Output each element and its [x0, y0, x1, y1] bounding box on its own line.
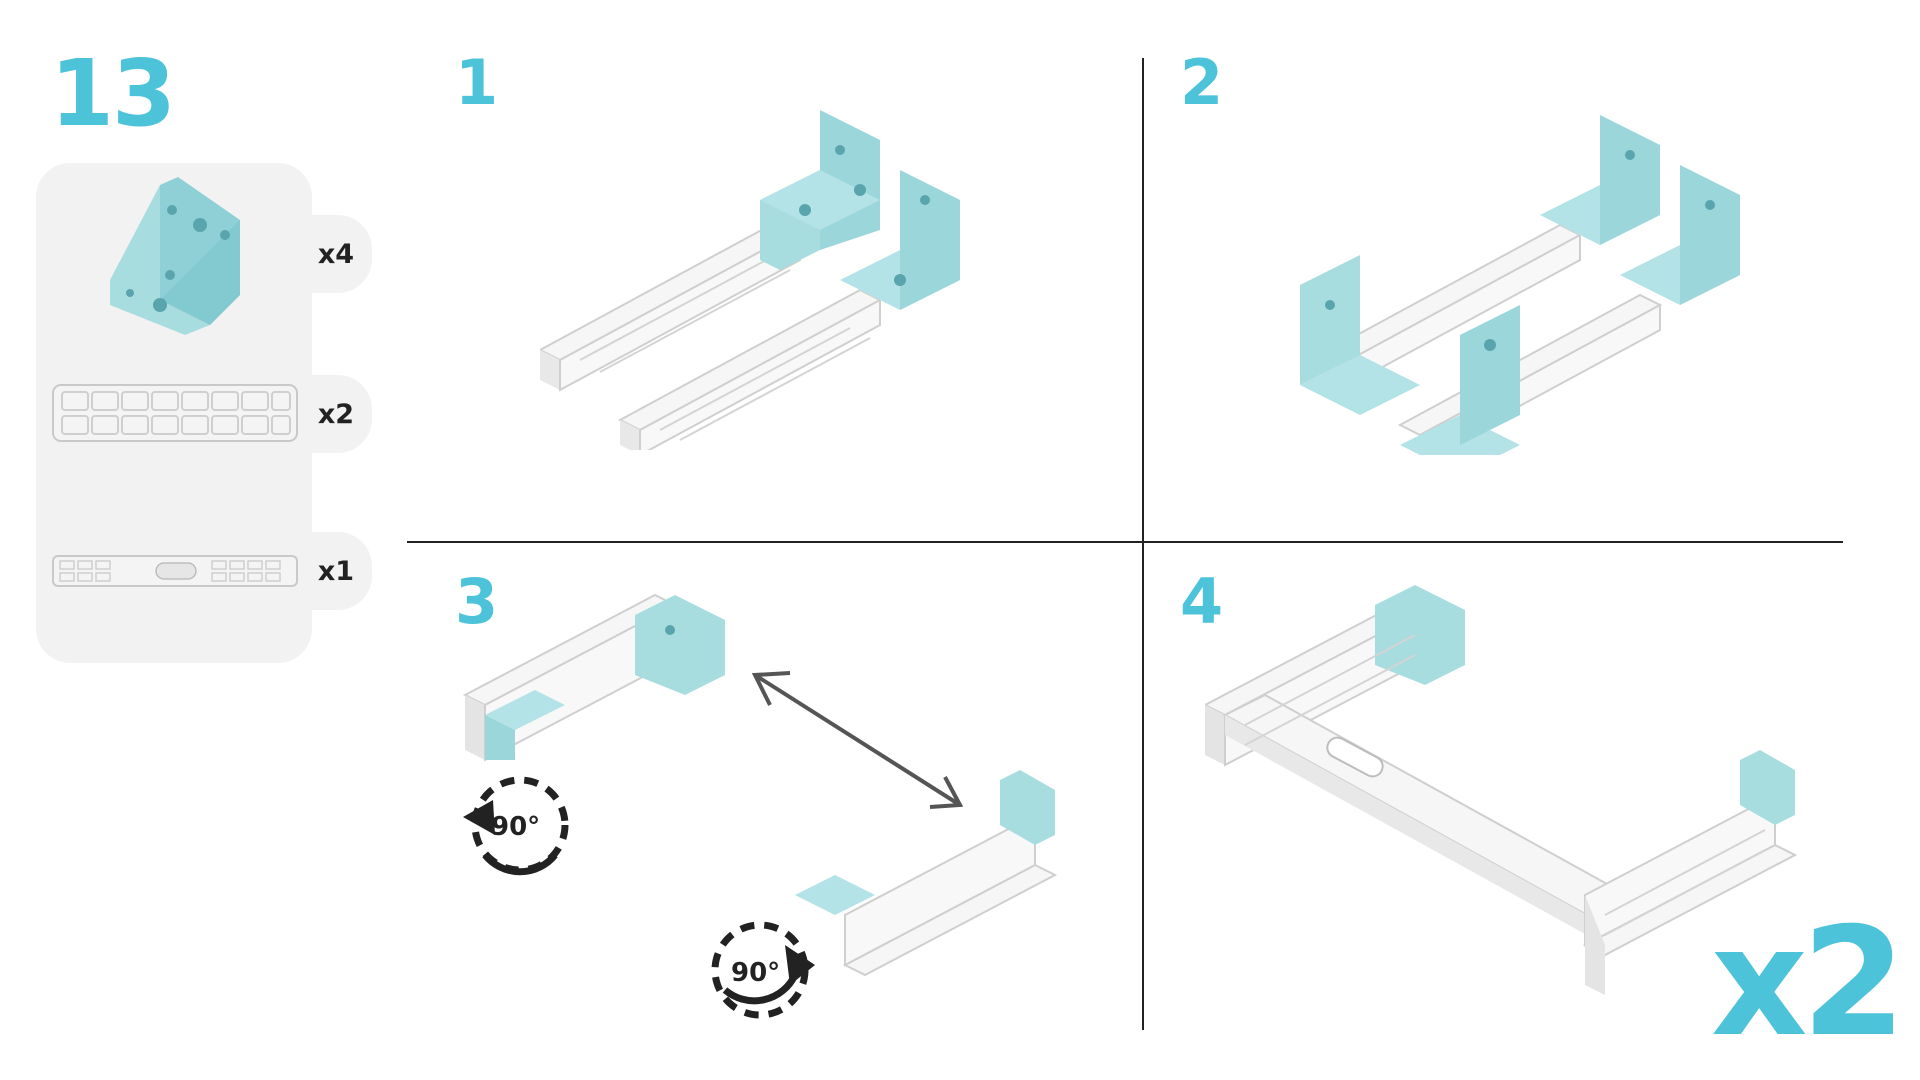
part-qty-long-plate: x2 [300, 375, 372, 453]
long-plate-part-image [52, 384, 298, 442]
step-3-number: 3 [455, 565, 498, 638]
assembly-multiplier: x2 [1710, 896, 1906, 1070]
vertical-divider [1142, 58, 1144, 1030]
rotation-label-2: 90° [731, 958, 780, 988]
horizontal-divider [407, 541, 1843, 543]
step-1-illustration [540, 110, 960, 450]
step-2-illustration [1300, 115, 1740, 455]
step-3-illustration: 90° 90° [462, 593, 1058, 1019]
rotation-label-1: 90° [491, 812, 540, 842]
part-qty-bracket: x4 [300, 215, 372, 293]
part-qty-slot-plate: x1 [300, 532, 372, 610]
step-4-illustration [1205, 585, 1798, 995]
step-2-number: 2 [1180, 46, 1223, 119]
step-4-number: 4 [1180, 565, 1223, 638]
corner-bracket-part-image [110, 177, 240, 335]
step-1-number: 1 [455, 46, 498, 119]
step-title-number: 13 [50, 40, 176, 147]
slot-plate-part-image [52, 555, 298, 587]
